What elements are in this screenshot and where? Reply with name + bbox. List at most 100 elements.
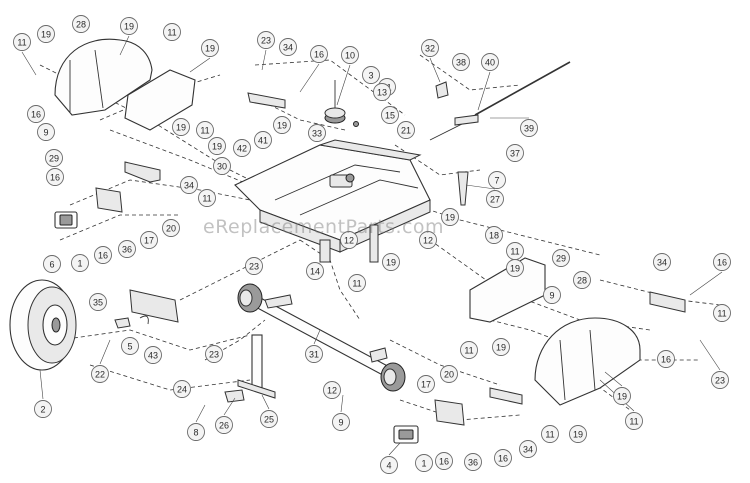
callout-23: 23 — [711, 371, 729, 389]
callout-19: 19 — [492, 338, 510, 356]
callout-circle — [332, 413, 350, 431]
callout-number: 9 — [549, 291, 554, 301]
callout-34: 34 — [653, 253, 671, 271]
callout-31: 31 — [305, 345, 323, 363]
callout-number: 34 — [184, 181, 194, 191]
callout-8: 8 — [187, 423, 205, 441]
callout-9: 9 — [332, 413, 350, 431]
callout-24: 24 — [173, 380, 191, 398]
callout-number: 5 — [127, 342, 132, 352]
wheel-tire — [9, 279, 77, 371]
callout-36: 36 — [118, 240, 136, 258]
callout-19: 19 — [172, 118, 190, 136]
callout-number: 23 — [261, 36, 271, 46]
callout-circle — [205, 345, 223, 363]
callout-circle — [653, 253, 671, 271]
callout-3: 3 — [362, 66, 380, 84]
callout-circle — [381, 106, 399, 124]
watermark: eReplacementParts.com — [203, 216, 445, 238]
callout-circle — [257, 31, 275, 49]
callout-number: 11 — [200, 126, 209, 136]
callout-1: 1 — [71, 254, 89, 272]
callout-number: 16 — [314, 50, 324, 60]
callout-circle — [464, 453, 482, 471]
callout-circle — [215, 416, 233, 434]
callout-number: 36 — [468, 458, 478, 468]
callout-number: 35 — [93, 298, 103, 308]
right-fender-bracket — [649, 291, 686, 313]
callout-number: 19 — [386, 258, 396, 268]
callout-circle — [613, 387, 631, 405]
callout-39: 39 — [520, 119, 538, 137]
callout-circle — [308, 124, 326, 142]
callout-41: 41 — [254, 131, 272, 149]
callout-circle — [460, 341, 478, 359]
callout-number: 38 — [456, 58, 466, 68]
callout-30: 30 — [213, 157, 231, 175]
callout-40: 40 — [481, 53, 499, 71]
callout-number: 11 — [202, 194, 211, 204]
callout-number: 12 — [344, 236, 354, 246]
callout-circle — [380, 456, 398, 474]
callout-circle — [198, 189, 216, 207]
callout-11: 11 — [460, 341, 478, 359]
callout-number: 16 — [50, 173, 60, 183]
callout-19: 19 — [208, 137, 226, 155]
callout-number: 36 — [122, 245, 132, 255]
callout-number: 9 — [43, 128, 48, 138]
callout-number: 37 — [510, 149, 520, 159]
callout-circle — [415, 454, 433, 472]
axle-bracket-35 — [129, 289, 179, 323]
callout-circle — [310, 45, 328, 63]
callout-12: 12 — [340, 231, 358, 249]
spindle-pulley — [324, 80, 359, 127]
callout-16: 16 — [27, 105, 45, 123]
callout-7: 7 — [488, 171, 506, 189]
callout-circle — [552, 249, 570, 267]
callout-12: 12 — [419, 231, 437, 249]
callout-25: 25 — [260, 410, 278, 428]
callout-number: 19 — [212, 142, 222, 152]
callout-number: 21 — [401, 126, 411, 136]
callout-number: 22 — [95, 370, 105, 380]
callout-16: 16 — [46, 168, 64, 186]
callout-number: 16 — [439, 457, 449, 467]
callout-circle — [120, 17, 138, 35]
callout-number: 11 — [545, 430, 554, 440]
callout-number: 14 — [310, 267, 320, 277]
callout-number: 19 — [573, 430, 583, 440]
callout-2: 2 — [34, 400, 52, 418]
callout-number: 16 — [717, 258, 727, 268]
callout-circle — [520, 119, 538, 137]
callout-number: 34 — [523, 445, 533, 455]
callout-19: 19 — [382, 253, 400, 271]
callout-10: 10 — [341, 46, 359, 64]
callout-circle — [45, 149, 63, 167]
callout-number: 2 — [40, 405, 45, 415]
callout-11: 11 — [196, 121, 214, 139]
callout-circle — [573, 271, 591, 289]
callout-20: 20 — [162, 219, 180, 237]
callout-28: 28 — [72, 15, 90, 33]
callout-number: 7 — [494, 176, 499, 186]
callout-circle — [543, 286, 561, 304]
jack-stand-27 — [457, 171, 469, 206]
callout-number: 27 — [490, 195, 500, 205]
callout-circle — [27, 105, 45, 123]
callout-circle — [306, 262, 324, 280]
callout-circle — [89, 293, 107, 311]
callout-number: 41 — [258, 136, 268, 146]
callout-circle — [486, 190, 504, 208]
callout-27: 27 — [486, 190, 504, 208]
callout-number: 34 — [283, 43, 293, 53]
callout-6: 6 — [43, 255, 61, 273]
callout-circle — [348, 274, 366, 292]
callout-12: 12 — [323, 381, 341, 399]
callout-number: 39 — [524, 124, 534, 134]
callout-number: 31 — [309, 350, 319, 360]
callout-circle — [37, 123, 55, 141]
callout-circle — [435, 452, 453, 470]
callout-circle — [541, 425, 559, 443]
